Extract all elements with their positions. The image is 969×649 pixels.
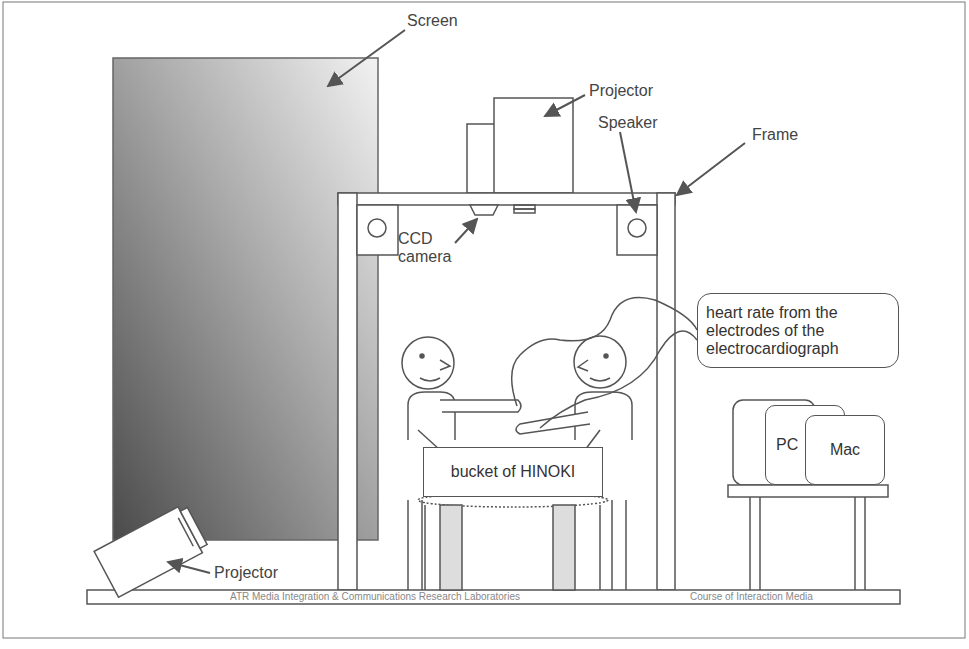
projector-label: Projector xyxy=(589,82,653,100)
screen-label: Screen xyxy=(407,12,458,30)
camera-label: CCD camera xyxy=(398,230,458,266)
speaker-label: Speaker xyxy=(598,114,658,132)
watermark-text: Course of Interaction Media xyxy=(690,591,813,603)
node-text: heart rate from the electrodes of the el… xyxy=(706,304,890,358)
node-text: Mac xyxy=(830,441,860,459)
projector-label: Projector xyxy=(214,564,278,582)
node-text: bucket of HINOKI xyxy=(451,463,576,481)
frame-label: Frame xyxy=(752,126,798,144)
node-text: PC xyxy=(776,436,798,454)
callout-bubble: heart rate from the electrodes of the el… xyxy=(697,293,899,368)
mac-monitor: Mac xyxy=(805,415,885,485)
watermark-text: ATR Media Integration & Communications R… xyxy=(230,591,520,603)
bucket-box: bucket of HINOKI xyxy=(423,447,603,497)
